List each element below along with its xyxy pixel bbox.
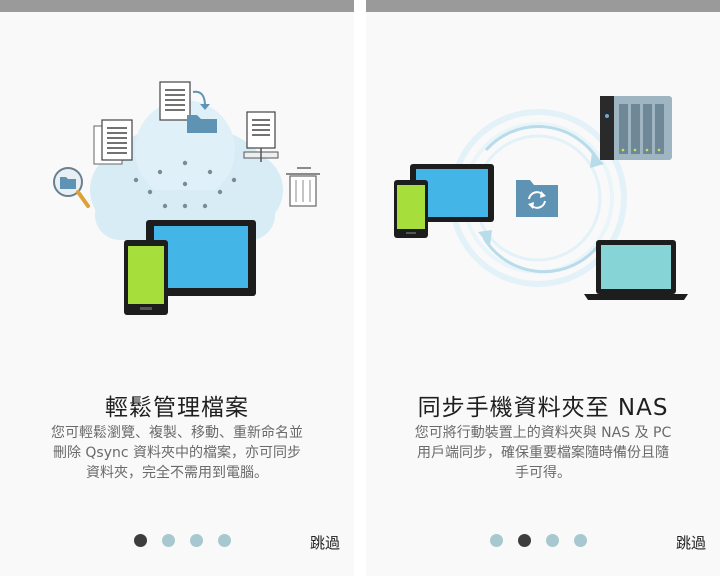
skip-button[interactable]: 跳過 <box>675 534 706 552</box>
page-dot-active[interactable] <box>518 534 531 547</box>
page-dot[interactable] <box>190 534 203 547</box>
phone-icon <box>124 240 168 315</box>
page-title: 輕鬆管理檔案 <box>105 395 249 421</box>
description-line: 資料夾，完全不需用到電腦。 <box>86 465 268 481</box>
page-indicator <box>490 534 587 548</box>
page-title: 同步手機資料夾至 NAS <box>417 395 669 421</box>
trash-icon <box>286 167 320 207</box>
page-dot[interactable] <box>162 534 175 547</box>
description-line: 手可得。 <box>515 465 571 481</box>
page-description: 您可將行動裝置上的資料夾與 NAS 及 PC 用戶端同步，確保重要檔案隨時備份且… <box>400 423 686 483</box>
skip-button[interactable]: 跳過 <box>309 534 340 552</box>
page-dot-active[interactable] <box>134 534 147 547</box>
status-bar <box>366 0 720 12</box>
page-description: 您可輕鬆瀏覽、複製、移動、重新命名並 刪除 Qsync 資料夾中的檔案，亦可同步… <box>34 423 320 483</box>
cloud-icon <box>90 100 283 240</box>
rename-document-icon <box>243 111 279 162</box>
onboarding-page-sync-nas: 同步手機資料夾至 NAS 您可將行動裝置上的資料夾與 NAS 及 PC 用戶端同… <box>366 0 720 576</box>
description-line: 您可將行動裝置上的資料夾與 NAS 及 PC <box>414 425 672 441</box>
file-management-illustration <box>53 81 320 315</box>
status-bar <box>0 0 354 12</box>
description-line: 您可輕鬆瀏覽、複製、移動、重新命名並 <box>51 425 303 441</box>
sync-folder-icon <box>516 180 558 217</box>
search-folder-icon <box>53 167 90 208</box>
page-indicator <box>134 534 231 548</box>
sync-illustration <box>394 96 688 300</box>
tablet-icon <box>146 220 256 296</box>
page-dot[interactable] <box>574 534 587 547</box>
phone-icon <box>394 180 428 238</box>
page-dot[interactable] <box>546 534 559 547</box>
document-icon <box>93 119 133 165</box>
laptop-icon <box>584 240 688 300</box>
onboarding-page-manage-files: 輕鬆管理檔案 您可輕鬆瀏覽、複製、移動、重新命名並 刪除 Qsync 資料夾中的… <box>0 0 354 576</box>
document-move-icon <box>159 81 217 133</box>
page-dot[interactable] <box>218 534 231 547</box>
description-line: 用戶端同步，確保重要檔案隨時備份且隨 <box>417 445 669 461</box>
page-dot[interactable] <box>490 534 503 547</box>
description-line: 刪除 Qsync 資料夾中的檔案，亦可同步 <box>52 445 302 461</box>
nas-device-icon <box>600 96 672 160</box>
